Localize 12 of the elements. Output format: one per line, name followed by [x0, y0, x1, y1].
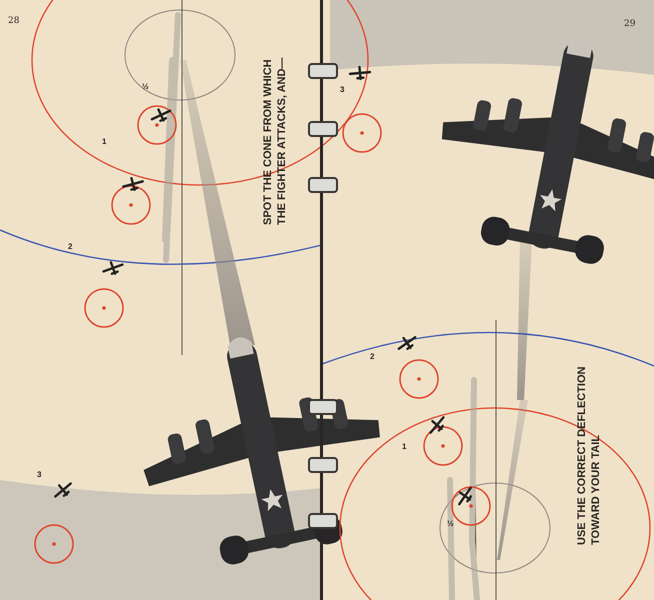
range-number: ½: [142, 83, 149, 91]
page-number: 28: [8, 17, 20, 26]
range-number: 3: [37, 471, 42, 479]
page-number: 29: [624, 20, 636, 29]
caption-text: SPOT THE CONE FROM WHICH THE FIGHTER ATTACKS, AND—: [262, 56, 289, 225]
range-number: 1: [402, 443, 406, 451]
range-number: 2: [370, 353, 374, 361]
caption-text: USE THE CORRECT DEFLECTION TOWARD YOUR TAIL: [576, 366, 603, 545]
range-number: 1: [102, 138, 106, 146]
range-number: 2: [68, 243, 72, 251]
range-number: ½: [447, 520, 454, 528]
range-number: 3: [340, 86, 344, 94]
